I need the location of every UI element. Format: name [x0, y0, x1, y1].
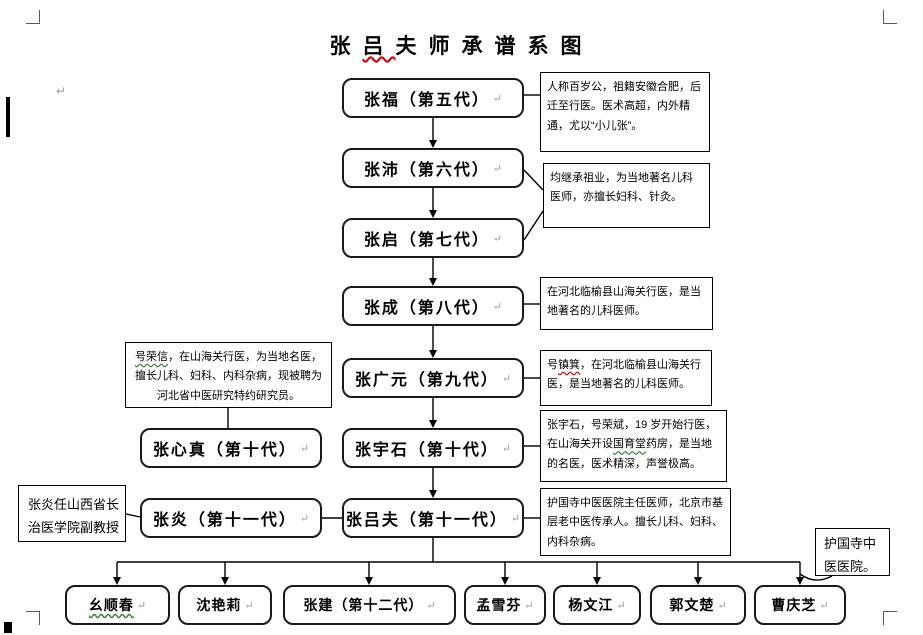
annotation-gen11[interactable]: 护国寺中医医院主任医师，北京市基层老中医传承人。擅长儿科、妇科、内科杂病。: [540, 488, 731, 556]
chain-box-gen10[interactable]: 张宇石（第十代）↵: [342, 428, 524, 468]
page-corner-mark-bottom-left: [26, 611, 40, 625]
paragraph-mark: ↵: [717, 599, 727, 612]
member-label: 郭文楚: [669, 599, 715, 614]
paragraph-mark: ↵: [492, 232, 503, 245]
bottom-box-4[interactable]: 孟雪芬↵: [464, 585, 546, 625]
page-corner-mark-top-right: [883, 10, 897, 24]
page-corner-mark-bottom-right: [883, 611, 897, 625]
annotation-text: ，在河北临榆县山海关行医，是当地著名的儿科医师。: [547, 359, 701, 391]
member-label: 张建（第十二代）: [303, 599, 424, 614]
chain-label: 张广元（第九代）: [354, 372, 499, 389]
annotation-text: 护国寺中医医院。: [824, 536, 877, 574]
annotation-text: 人称百岁公，祖籍安徽合肥，后迁至行医。医术高超，内外精通，尤以“小儿张”。: [547, 81, 701, 132]
annotation-gen9[interactable]: 号镇箕，在河北临榆县山海关行医，是当地著名的儿科医师。: [540, 350, 712, 406]
title-pre: 张: [329, 34, 363, 58]
chain-label: 张福（第五代）: [363, 92, 490, 109]
bottom-box-5[interactable]: 杨文江↵: [553, 585, 641, 625]
paragraph-mark: ↵: [299, 442, 310, 455]
side-box-zhangyan[interactable]: 张炎（第十一代）↵: [140, 498, 322, 538]
annotation-zhangyan[interactable]: 张炎任山西省长治医学院副教授: [18, 485, 126, 542]
chain-label: 张沛（第六代）: [363, 162, 490, 179]
title-spellcheck-word: 吕: [362, 34, 396, 58]
chain-box-gen5[interactable]: 张福（第五代）↵: [342, 78, 524, 118]
chain-label: 张成（第八代）: [363, 300, 490, 317]
bottom-box-1[interactable]: 幺顺春↵: [65, 585, 170, 625]
bottom-box-3[interactable]: 张建（第十二代）↵: [283, 585, 456, 625]
bottom-box-2[interactable]: 沈艳莉↵: [178, 585, 272, 625]
annotation-gen10[interactable]: 张宇石，号荣斌，19 岁开始行医，在山海关开设国育堂药房，是当地的名医，医术精深…: [540, 410, 727, 482]
chain-box-gen7[interactable]: 张启（第七代）↵: [342, 218, 524, 258]
paragraph-mark: ↵: [501, 442, 512, 455]
member-label: 幺顺春: [88, 599, 134, 614]
annotation-text: 均继承祖业，为当地著名儿科医师，亦擅长妇科、针灸。: [550, 172, 693, 204]
chain-box-gen8[interactable]: 张成（第八代）↵: [342, 286, 524, 326]
annotation-text: 张宇石，号荣斌，19 岁开始行医，在山海关开设: [547, 419, 717, 451]
chain-label: 张启（第七代）: [363, 232, 490, 249]
paragraph-mark: ↵: [56, 84, 67, 98]
paragraph-mark: ↵: [136, 599, 147, 612]
annotation-gen5[interactable]: 人称百岁公，祖籍安徽合肥，后迁至行医。医术高超，内外精通，尤以“小儿张”。: [540, 72, 710, 152]
annotation-gen6-7[interactable]: 均继承祖业，为当地著名儿科医师，亦擅长妇科、针灸。: [543, 163, 710, 228]
paragraph-mark: ↵: [244, 599, 254, 612]
page-corner-mark-top-left: [26, 10, 40, 24]
title-post: 夫师承谱系图: [395, 34, 594, 58]
bottom-box-7[interactable]: 曹庆芝↵: [754, 585, 846, 625]
chain-box-gen9[interactable]: 张广元（第九代）↵: [342, 358, 524, 398]
left-margin-mark: [4, 622, 12, 633]
member-label: 孟雪芬: [476, 599, 522, 614]
paragraph-mark: ↵: [616, 599, 626, 612]
paragraph-mark: ↵: [501, 372, 512, 385]
annotation-zhangxinzhen[interactable]: 号荣信，在山海关行医，为当地名医，擅长儿科、妇科、内科杂病，现被聘为河北省中医研…: [125, 342, 332, 408]
paragraph-mark: ↵: [524, 599, 534, 612]
annotation-text: 张炎任山西省长治医学院副教授: [28, 497, 120, 535]
bottom-box-6[interactable]: 郭文楚↵: [650, 585, 746, 625]
annotation-gen8[interactable]: 在河北临榆县山海关行医，是当地著名的儿科医师。: [540, 277, 713, 330]
paragraph-mark: ↵: [510, 512, 521, 525]
chain-box-gen6[interactable]: 张沛（第六代）↵: [342, 148, 524, 188]
member-label: 沈艳莉: [196, 599, 242, 614]
paragraph-mark: ↵: [492, 162, 503, 175]
chain-label: 张吕夫（第十一代）: [345, 512, 508, 529]
annotation-text: ，在山海关行医，为当地名医，擅长儿科、妇科、内科杂病，现被聘为河北省中医研究特约…: [135, 351, 322, 402]
chain-box-gen11[interactable]: 张吕夫（第十一代）↵: [342, 498, 524, 538]
page-title[interactable]: 张吕夫师承谱系图: [0, 30, 923, 60]
chain-label: 张宇石（第十代）: [354, 442, 499, 459]
annotation-text: 号: [547, 359, 558, 371]
chain-label: 张炎（第十一代）: [152, 512, 297, 529]
annotation-text: 在河北临榆县山海关行医，是当地著名的儿科医师。: [547, 286, 701, 318]
member-label: 杨文江: [568, 599, 614, 614]
paragraph-mark: ↵: [299, 512, 310, 525]
paragraph-mark: ↵: [426, 599, 436, 612]
chain-label: 张心真（第十代）: [152, 442, 297, 459]
annotation-spellcheck-word: 镇箕: [558, 359, 580, 371]
side-box-zhangxinzhen[interactable]: 张心真（第十代）↵: [140, 428, 322, 468]
member-label: 曹庆芝: [771, 599, 817, 614]
paragraph-mark: ↵: [492, 300, 503, 313]
paragraph-mark: ↵: [492, 92, 503, 105]
annotation-spellcheck-word: 号荣信: [135, 351, 168, 363]
annotation-spellcheck-word: 国育堂: [613, 438, 646, 451]
annotation-text: 护国寺中医医院主任医师，北京市基层老中医传承人。擅长儿科、妇科、内科杂病。: [547, 497, 723, 548]
paragraph-mark: ↵: [819, 599, 829, 612]
annotation-hospital[interactable]: 护国寺中医医院。: [815, 528, 890, 576]
left-margin-cursor: [6, 97, 10, 137]
annotation-text: 药房，是当地的名医，医术精深，声誉极高。: [547, 438, 712, 470]
